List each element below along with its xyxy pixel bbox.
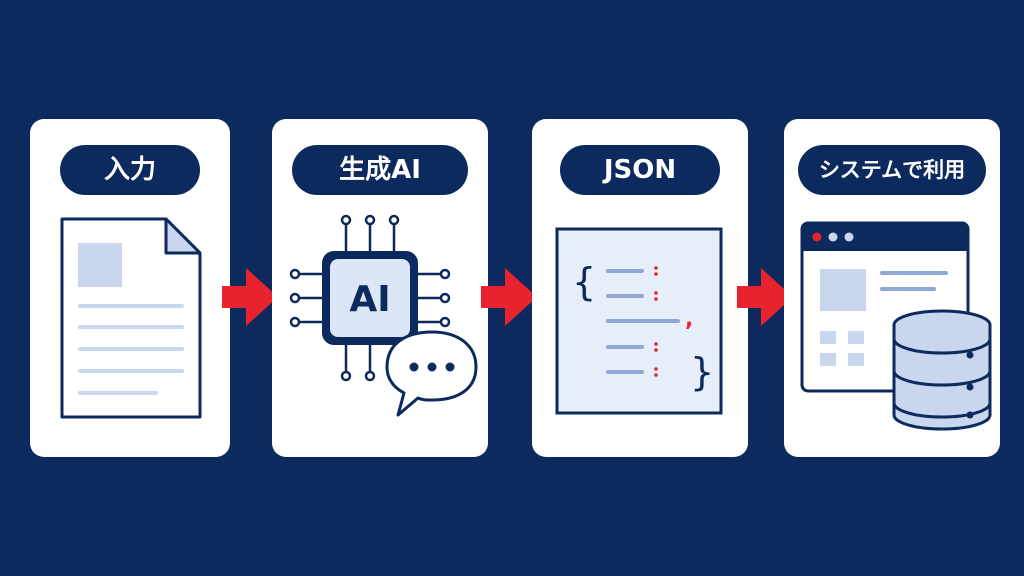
step-ai-card: 生成AI (272, 119, 488, 457)
json-open-brace: { (572, 260, 596, 304)
step-input-card: 入力 (30, 119, 230, 457)
step-input-label: 入力 (60, 145, 200, 195)
document-icon (60, 217, 202, 419)
json-code-icon: { } , (555, 227, 723, 415)
json-comma: , (685, 307, 693, 332)
step-ai-label: 生成AI (292, 145, 468, 195)
step-json-card: JSON { } , (532, 119, 748, 457)
arrow-right-icon (222, 268, 278, 326)
arrow-right-icon (481, 268, 537, 326)
json-close-brace: } (690, 350, 714, 394)
database-icon (892, 309, 992, 431)
chat-bubble-icon (385, 330, 478, 417)
arrow-right-icon (737, 268, 793, 326)
step-system-card: システムで利用 (784, 119, 1000, 457)
step-system-label: システムで利用 (798, 145, 986, 195)
ai-chip-text: AI (349, 279, 390, 320)
ai-chip-icon: AI (289, 214, 478, 417)
step-json-label: JSON (560, 145, 720, 195)
